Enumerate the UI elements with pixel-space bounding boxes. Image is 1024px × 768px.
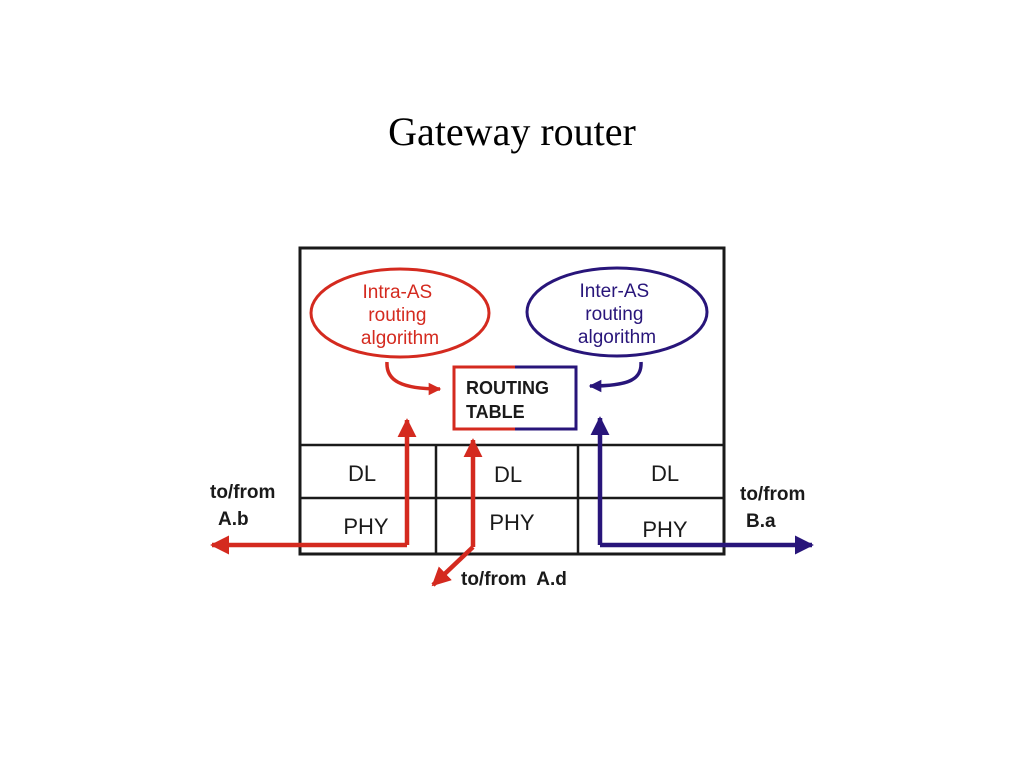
routing-table-border-left bbox=[452, 365, 515, 431]
routing-table-label: ROUTING TABLE bbox=[466, 378, 554, 422]
intra-as-label: Intra-AS routing algorithm bbox=[361, 282, 439, 349]
intra-as-line-1: Intra-AS bbox=[363, 282, 433, 303]
router-frame bbox=[298, 246, 726, 556]
ba-link-line-1: to/from bbox=[740, 484, 805, 505]
port2-dl-label: DL bbox=[494, 462, 522, 487]
port3-phy-label: PHY bbox=[642, 517, 688, 542]
port1-phy-label: PHY bbox=[343, 514, 389, 539]
inter-as-label: Inter-AS routing algorithm bbox=[578, 281, 656, 348]
ab-link-label: to/from A.b bbox=[210, 482, 281, 530]
intra-as-ellipse bbox=[309, 267, 491, 359]
inter-as-line-1: Inter-AS bbox=[580, 281, 650, 302]
inter-as-ellipse bbox=[525, 266, 709, 358]
ba-link-label: to/from B.a bbox=[740, 484, 811, 532]
inter-to-table-arrow bbox=[588, 361, 643, 393]
port3-dl-label: DL bbox=[651, 461, 679, 486]
ad-link-label: to/from A.d bbox=[461, 569, 567, 590]
intra-to-table-arrow bbox=[385, 361, 442, 396]
ad-link-outbound bbox=[431, 545, 475, 587]
intra-as-line-3: algorithm bbox=[361, 328, 439, 349]
ab-link-line-1: to/from bbox=[210, 482, 275, 503]
routing-table-line-1: ROUTING bbox=[466, 378, 549, 398]
slide-title: Gateway router bbox=[388, 109, 636, 154]
inter-as-line-2: routing bbox=[585, 304, 643, 325]
routing-table-line-2: TABLE bbox=[466, 402, 525, 422]
routing-table-border-right bbox=[515, 365, 578, 431]
intra-as-line-2: routing bbox=[368, 305, 426, 326]
inter-as-line-3: algorithm bbox=[578, 327, 656, 348]
ab-link-line-2: A.b bbox=[218, 509, 249, 530]
port1-dl-label: DL bbox=[348, 461, 376, 486]
ba-link-line-2: B.a bbox=[746, 511, 776, 532]
port2-phy-label: PHY bbox=[489, 510, 535, 535]
